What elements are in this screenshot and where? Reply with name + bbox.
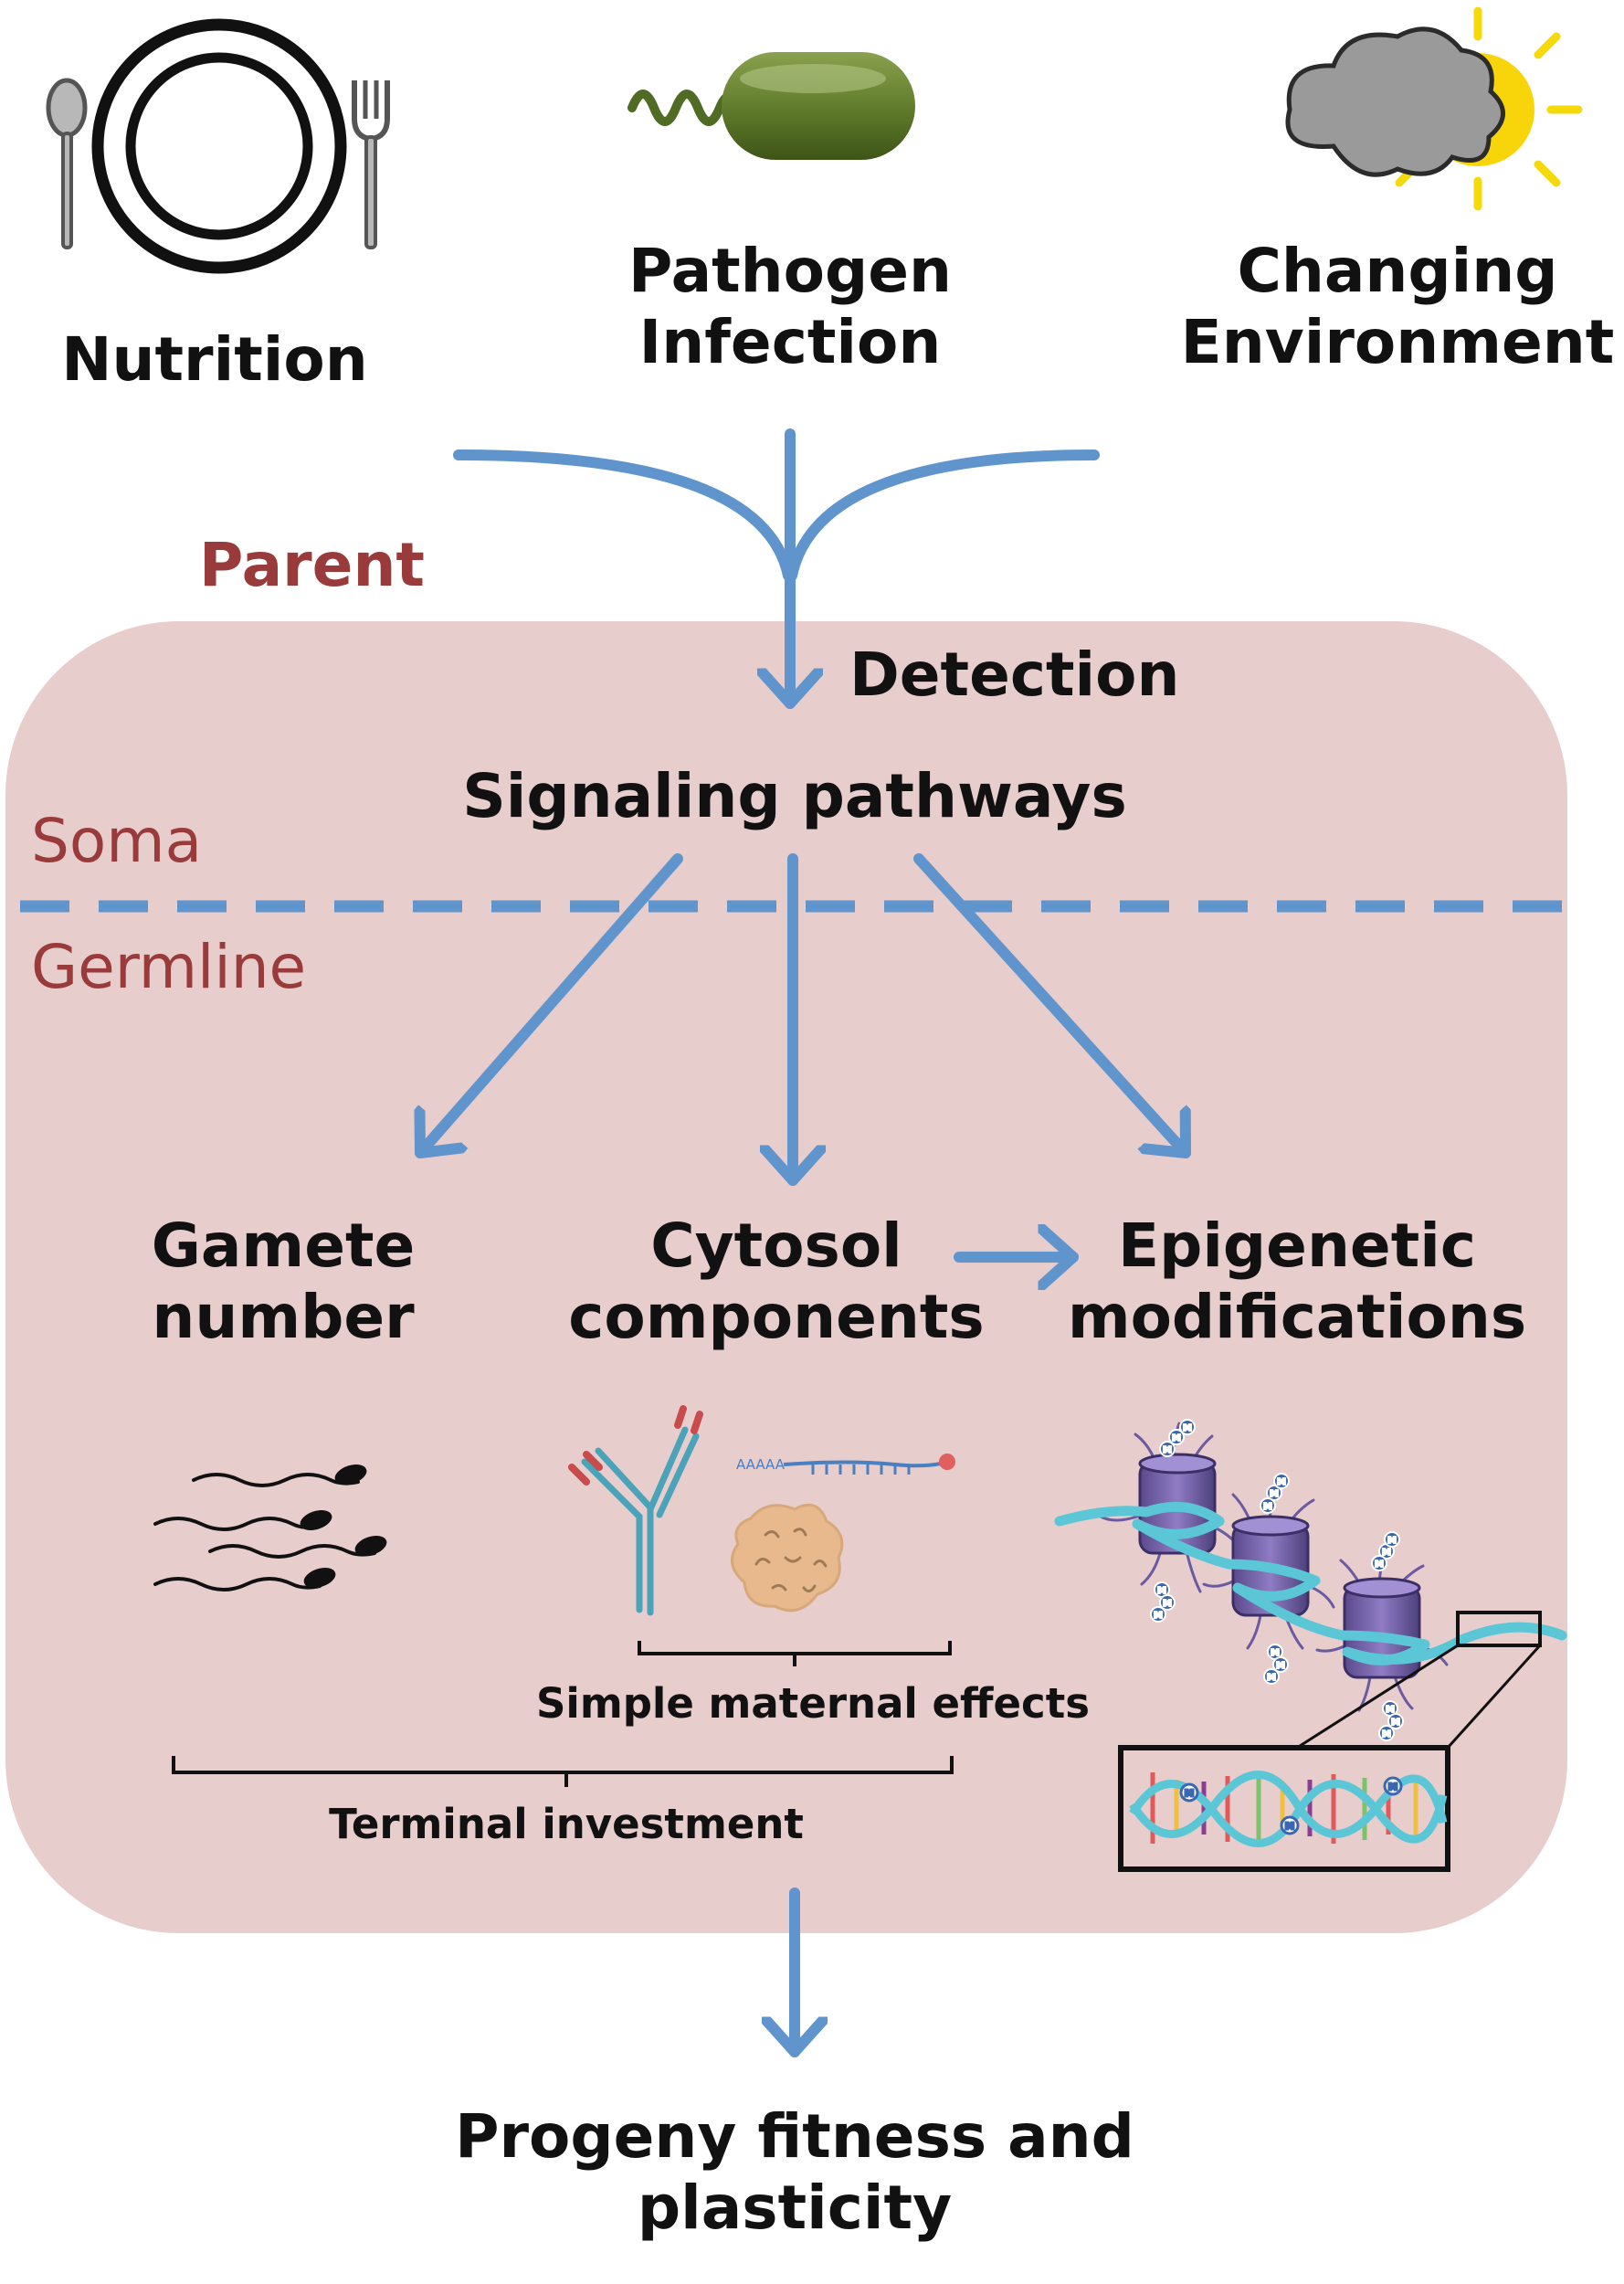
environment-label-line2: Environment [1180, 306, 1615, 377]
progeny-label-line2: plasticity [637, 2172, 953, 2243]
methyl-mark-label: M [1172, 1433, 1181, 1443]
pathogen-label-line2: Infection [638, 306, 942, 377]
gamete-label-line2: number [152, 1281, 415, 1352]
simple-maternal-bracket [638, 1641, 952, 1666]
simple-maternal-effects-label: Simple maternal effects [536, 1679, 1090, 1728]
progeny-fitness-label: Progeny fitness and plasticity [356, 2101, 1233, 2244]
germline-region-label: Germline [31, 932, 307, 1002]
methyl-mark-label: M [1154, 1611, 1163, 1621]
methyl-mark-label: M [1267, 1673, 1276, 1683]
pathogen-label-line1: Pathogen [627, 236, 952, 306]
cytosol-label-line1: Cytosol [650, 1211, 902, 1281]
mrna-polya-text: AAAAA [736, 1456, 786, 1473]
methyl-mark-label: M [1388, 1782, 1397, 1792]
soma-region-label: Soma [31, 806, 203, 876]
nutrition-label: Nutrition [61, 324, 368, 395]
gamete-number-label: Gamete number [100, 1211, 466, 1353]
progeny-label-line1: Progeny fitness and [455, 2101, 1134, 2172]
input-arrows [453, 428, 1100, 709]
epigenetic-label-line2: modifications [1067, 1281, 1527, 1352]
methyl-mark-label: M [1391, 1718, 1400, 1728]
arrow-to-epigenetic [913, 853, 1191, 1158]
cloud-sun-icon [1285, 6, 1583, 211]
detection-label: Detection [849, 640, 1180, 710]
terminal-investment-bracket [172, 1756, 954, 1787]
methyl-mark-label: M [1263, 1502, 1272, 1512]
sperm-cells-icon [153, 1464, 387, 1591]
methyl-mark-label: M [1163, 1599, 1172, 1609]
pathogen-infection-label: Pathogen Infection [566, 236, 1014, 378]
methyl-mark-label: M [1276, 1661, 1285, 1671]
protein-aggregate-icon [730, 1503, 844, 1613]
dna-methylation-icon: MMM [1118, 1611, 1542, 1872]
methyl-mark-label: M [1185, 1789, 1194, 1799]
mrna-icon: AAAAA [736, 1454, 955, 1475]
bacterium-icon [627, 52, 915, 160]
methyl-mark-label: M [1183, 1423, 1192, 1433]
antibody-icon [568, 1405, 703, 1616]
methyl-mark-label: M [1157, 1586, 1166, 1596]
epigenetic-modifications-label: Epigenetic modifications [1060, 1211, 1534, 1353]
methyl-mark-label: M [1382, 1729, 1391, 1739]
terminal-investment-label: Terminal investment [329, 1800, 804, 1848]
methyl-mark-label: M [1163, 1445, 1172, 1455]
methyl-mark-label: M [1277, 1477, 1286, 1487]
methyl-mark-label: M [1387, 1536, 1397, 1546]
parent-region-label: Parent [199, 530, 425, 600]
methyl-mark-label: M [1270, 1489, 1279, 1499]
environment-label-line1: Changing [1237, 236, 1558, 306]
parent-region-box [5, 621, 1567, 1933]
cytosol-label-line2: components [568, 1281, 985, 1352]
methyl-mark-label: M [1375, 1560, 1384, 1570]
epigenetic-label-line1: Epigenetic [1117, 1211, 1476, 1281]
cytosol-components-label: Cytosol components [539, 1211, 1014, 1353]
changing-environment-label: Changing Environment [1174, 236, 1621, 378]
methyl-mark-label: M [1285, 1822, 1294, 1832]
methyl-mark-label: M [1386, 1705, 1395, 1715]
arrow-to-gamete [420, 853, 683, 1158]
methyl-mark-label: M [1271, 1648, 1280, 1658]
gamete-label-line1: Gamete [151, 1211, 416, 1281]
signaling-pathways-label: Signaling pathways [462, 761, 1127, 831]
methyl-mark-label: M [1382, 1548, 1391, 1558]
plate-and-cutlery-icon [46, 18, 390, 274]
